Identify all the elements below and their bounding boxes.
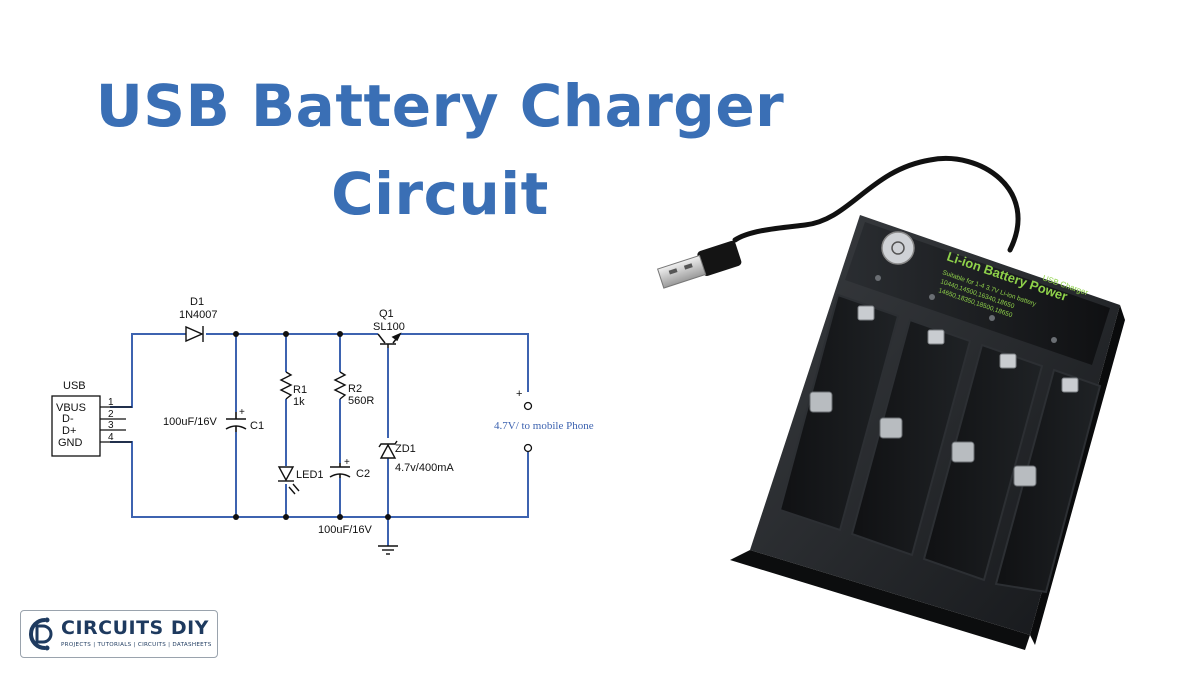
usb-pin-d-plus: D+ bbox=[62, 425, 76, 437]
page-title-line1: USB Battery Charger bbox=[95, 72, 785, 140]
usb-pin-number-2: 2 bbox=[108, 409, 114, 420]
c1-value: 100uF/16V bbox=[163, 416, 217, 428]
d1-part: 1N4007 bbox=[179, 309, 218, 321]
circuit-schematic: USB VBUS D- D+ GND 1 2 3 4 D1 1N4007 + 1… bbox=[51, 296, 594, 555]
usb-pin-gnd: GND bbox=[58, 437, 83, 449]
led1 bbox=[277, 466, 300, 495]
usb-pin-number-3: 3 bbox=[108, 420, 114, 431]
zd1-ref: ZD1 bbox=[395, 443, 416, 455]
circuits-diy-logo: CIRCUITS DIY PROJECTS | TUTORIALS | CIRC… bbox=[20, 610, 218, 658]
spring-contacts bbox=[857, 305, 1079, 393]
usb-pin-number-4: 4 bbox=[108, 432, 114, 443]
circuits-diy-logo-icon bbox=[29, 617, 53, 651]
resistor-r2 bbox=[333, 371, 347, 400]
capacitor-c1 bbox=[225, 412, 247, 432]
q1-ref: Q1 bbox=[379, 308, 394, 320]
c2-value: 100uF/16V bbox=[318, 524, 372, 536]
resistor-r1 bbox=[279, 371, 293, 400]
usb-pin-d-minus: D- bbox=[62, 413, 74, 425]
usb-plug bbox=[657, 240, 742, 289]
ground-symbol bbox=[378, 545, 398, 555]
c1-ref: C1 bbox=[250, 420, 264, 432]
usb-cable bbox=[732, 156, 1021, 253]
r1-value: 1k bbox=[293, 396, 305, 408]
circuit-wires bbox=[110, 333, 529, 546]
bottom-contacts bbox=[809, 391, 1037, 487]
output-label: 4.7V/ to mobile Phone bbox=[494, 420, 594, 432]
d1-ref: D1 bbox=[190, 296, 204, 308]
output-terminal-positive bbox=[523, 401, 533, 411]
r1-ref: R1 bbox=[293, 384, 307, 396]
c1-plus: + bbox=[239, 407, 245, 418]
usb-label: USB bbox=[63, 380, 86, 392]
capacitor-c2 bbox=[329, 463, 351, 478]
usb-pin-number-1: 1 bbox=[108, 397, 114, 408]
logo-name: CIRCUITS DIY bbox=[61, 617, 209, 639]
transistor-q1 bbox=[377, 332, 402, 348]
logo-tagline: PROJECTS | TUTORIALS | CIRCUITS | DATASH… bbox=[61, 642, 212, 648]
battery-charger-photo: Li-ion Battery Power USB Charger Suitabl… bbox=[657, 156, 1125, 650]
indicator-leds bbox=[875, 275, 1057, 343]
power-button-icon bbox=[881, 231, 915, 265]
q1-part: SL100 bbox=[373, 321, 405, 333]
r2-ref: R2 bbox=[348, 383, 362, 395]
r2-value: 560R bbox=[348, 395, 374, 407]
output-terminal-negative bbox=[523, 443, 533, 453]
zener-zd1 bbox=[378, 440, 398, 459]
page-title-line2: Circuit bbox=[331, 160, 549, 228]
zd1-value: 4.7v/400mA bbox=[395, 462, 454, 474]
c2-plus: + bbox=[344, 457, 350, 468]
output-plus: + bbox=[516, 388, 522, 400]
led1-ref: LED1 bbox=[296, 469, 324, 481]
usb-pin-vbus: VBUS bbox=[56, 402, 86, 414]
c2-ref: C2 bbox=[356, 468, 370, 480]
junction-dots bbox=[233, 331, 391, 520]
diode-d1 bbox=[185, 325, 204, 343]
battery-slots bbox=[778, 293, 1102, 594]
usb-connector: USB VBUS D- D+ GND 1 2 3 4 bbox=[51, 380, 132, 457]
